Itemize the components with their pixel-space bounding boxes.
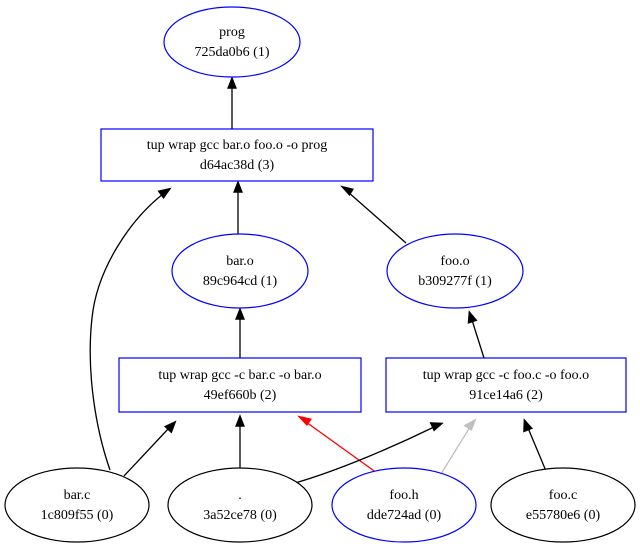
edge-foo-h-to-foo-compile <box>440 418 477 475</box>
node-foo-c-line2: e55780e6 (0) <box>526 508 601 523</box>
node-dot-dir-line1: . <box>238 488 242 503</box>
node-foo-h-line1: foo.h <box>389 488 418 503</box>
edge-foo-o-to-link-cmd <box>340 185 407 244</box>
edge-foo-compile-to-foo-o <box>467 310 485 359</box>
node-link-cmd-line2: d64ac38d (3) <box>200 158 275 173</box>
node-bar-c-line2: 1c809f55 (0) <box>41 508 114 523</box>
node-foo-compile-line2: 91ce14a6 (2) <box>469 388 543 403</box>
edge-bar-o-to-link-cmd <box>233 180 243 234</box>
node-foo-c[interactable]: foo.c e55780e6 (0) <box>490 467 636 543</box>
node-link-cmd-line1: tup wrap gcc bar.o foo.o -o prog <box>147 138 327 153</box>
edge-bar-c-to-bar-compile <box>123 420 177 477</box>
node-bar-compile-line2: 49ef660b (2) <box>204 388 277 403</box>
node-bar-o-line1: bar.o <box>226 254 254 269</box>
edge-foo-h-to-bar-compile <box>297 415 378 474</box>
node-bar-c-line1: bar.c <box>64 488 91 503</box>
node-foo-o-line1: foo.o <box>440 254 469 269</box>
edge-dot-dir-to-foo-compile <box>294 422 444 484</box>
node-bar-compile-cmd[interactable]: tup wrap gcc -c bar.c -o bar.o 49ef660b … <box>118 357 362 413</box>
node-foo-h-line2: dde724ad (0) <box>367 508 442 523</box>
node-dot-dir[interactable]: . 3a52ce78 (0) <box>167 467 313 543</box>
node-prog[interactable]: prog 725da0b6 (1) <box>163 6 301 78</box>
node-prog-line2: 725da0b6 (1) <box>194 45 269 60</box>
edge-dot-dir-to-bar-compile <box>235 414 245 468</box>
node-dot-dir-line2: 3a52ce78 (0) <box>203 508 277 523</box>
edge-link-cmd-to-prog <box>227 76 237 129</box>
edge-bar-c-to-link-cmd <box>89 187 172 471</box>
node-foo-compile-line1: tup wrap gcc -c foo.c -o foo.o <box>423 368 589 383</box>
node-bar-c[interactable]: bar.c 1c809f55 (0) <box>4 467 150 543</box>
edge-bar-compile-to-bar-o <box>235 307 245 358</box>
node-bar-o[interactable]: bar.o 89c964cd (1) <box>171 233 309 309</box>
node-foo-h[interactable]: foo.h dde724ad (0) <box>331 467 477 543</box>
node-foo-o[interactable]: foo.o b309277f (1) <box>386 233 524 309</box>
node-foo-compile-cmd[interactable]: tup wrap gcc -c foo.c -o foo.o 91ce14a6 … <box>385 357 627 413</box>
node-bar-compile-line1: tup wrap gcc -c bar.c -o bar.o <box>158 368 321 383</box>
node-foo-o-line2: b309277f (1) <box>418 274 492 289</box>
node-foo-c-line1: foo.c <box>549 488 577 503</box>
node-bar-o-line2: 89c964cd (1) <box>203 274 278 289</box>
node-prog-line1: prog <box>219 25 245 40</box>
edge-foo-c-to-foo-compile <box>523 418 547 472</box>
node-link-cmd[interactable]: tup wrap gcc bar.o foo.o -o prog d64ac38… <box>100 128 374 182</box>
